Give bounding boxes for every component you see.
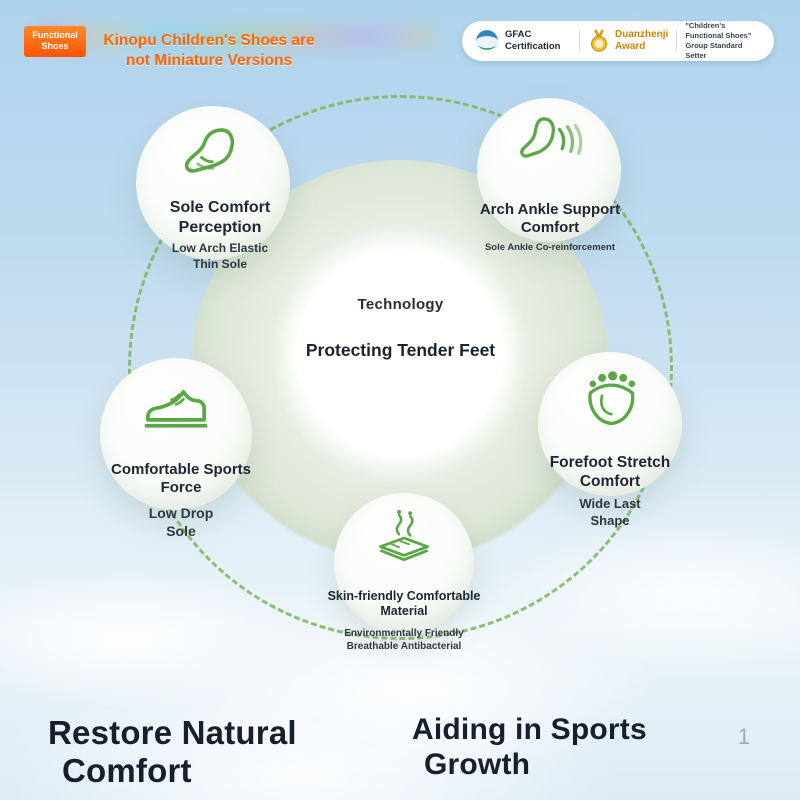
node-title: Arch Ankle Support Comfort bbox=[479, 201, 621, 237]
node-subtitle: Sole Ankle Co-reinforcement bbox=[484, 241, 616, 253]
node-sports-bubble bbox=[100, 358, 252, 510]
node-title: Forefoot Stretch Comfort bbox=[549, 454, 671, 490]
headline-line1: Aiding in Sports bbox=[412, 713, 647, 746]
standard-line1: "Children's Functional Shoes" bbox=[685, 20, 752, 40]
award-line1: Duanzhenji bbox=[615, 29, 669, 40]
gfac-logo-icon bbox=[474, 28, 500, 54]
node-material-bubble bbox=[334, 493, 474, 633]
page-title: Kinopu Children's Shoes are not Miniatur… bbox=[56, 31, 362, 71]
center-title: Protecting Tender Feet bbox=[305, 340, 496, 360]
sneaker-icon bbox=[144, 389, 208, 428]
divider bbox=[676, 30, 678, 52]
node-arch-ankle-labels: Arch Ankle Support Comfort Sole Ankle Co… bbox=[460, 201, 640, 254]
award-label: Duanzhenji Award bbox=[615, 29, 668, 53]
node-title: Sole Comfort Perception bbox=[169, 199, 271, 236]
dashed-orbit-circle bbox=[128, 95, 673, 640]
page-title-line1: Kinopu Children's Shoes are bbox=[103, 32, 315, 49]
functional-shoes-badge: Functional Shoes bbox=[24, 26, 86, 57]
node-sports-labels: Comfortable Sports Force Low Drop Sole bbox=[96, 461, 266, 540]
node-subtitle: Low Drop Sole bbox=[148, 504, 214, 539]
node-sole-comfort-bubble bbox=[136, 106, 290, 260]
certification-bar: GFAC Certification Duanzhenji Award "Chi… bbox=[462, 21, 774, 61]
node-title: Comfortable Sports Force bbox=[110, 461, 251, 497]
node-forefoot-labels: Forefoot Stretch Comfort Wide Last Shape bbox=[526, 454, 694, 530]
node-subtitle: Environmentally Friendly Breathable Anti… bbox=[344, 627, 464, 652]
medal-icon bbox=[588, 29, 610, 53]
award-line2: Award bbox=[615, 41, 646, 52]
headline-line2: Growth bbox=[424, 748, 531, 782]
page-title-line2: not Miniature Versions bbox=[125, 52, 293, 70]
standard-setter-label: "Children's Functional Shoes" Group Stan… bbox=[685, 21, 762, 62]
node-forefoot-bubble bbox=[538, 352, 682, 496]
standard-line2: Group Standard Setter bbox=[685, 41, 743, 61]
foot-icon bbox=[184, 128, 235, 173]
node-subtitle: Low Arch Elastic Thin Sole bbox=[171, 241, 269, 271]
divider bbox=[579, 30, 580, 52]
gfac-certification: GFAC Certification bbox=[474, 28, 571, 54]
headline-restore-natural-comfort: Restore Natural Comfort bbox=[48, 714, 297, 791]
gfac-label: GFAC Certification bbox=[505, 29, 561, 52]
headline-line1: Restore Natural bbox=[48, 714, 297, 751]
ghost-title-decoration bbox=[34, 24, 434, 50]
duanzhenji-award: Duanzhenji Award bbox=[588, 29, 668, 53]
center-kicker: Technology bbox=[357, 296, 444, 313]
node-material-labels: Skin-friendly Comfortable Material Envir… bbox=[310, 589, 498, 653]
page-number: 1 bbox=[737, 724, 750, 749]
headline-line2: Comfort bbox=[62, 752, 192, 790]
headline-aiding-sports-growth: Aiding in Sports Growth bbox=[412, 712, 647, 783]
node-arch-ankle-bubble bbox=[477, 98, 621, 242]
node-title: Skin-friendly Comfortable Material bbox=[327, 589, 481, 619]
node-subtitle: Wide Last Shape bbox=[579, 495, 641, 528]
ring-center-text: Technology Protecting Tender Feet bbox=[298, 296, 503, 362]
breathable-material-icon bbox=[379, 509, 429, 562]
forefoot-icon bbox=[588, 371, 636, 426]
node-sole-comfort-labels: Sole Comfort Perception Low Arch Elastic… bbox=[130, 198, 310, 272]
ankle-support-icon bbox=[520, 117, 582, 158]
